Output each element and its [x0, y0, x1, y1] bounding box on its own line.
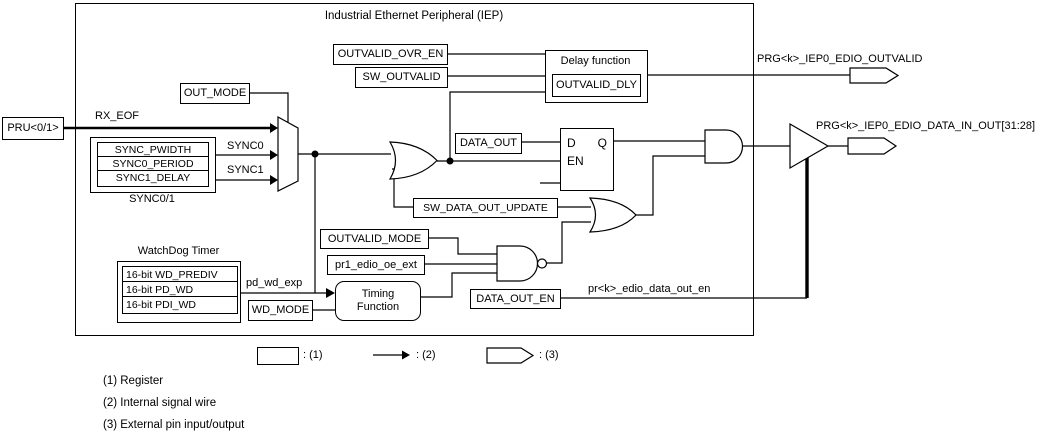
tristate-buffer — [789, 122, 830, 170]
wire-timing-nand — [420, 272, 497, 298]
sync-group-label: SYNC0/1 — [129, 193, 175, 205]
mux-shape — [277, 115, 299, 192]
wd-mode-register: WD_MODE — [248, 300, 313, 321]
timing-function-label: Timing Function — [356, 288, 400, 313]
junction-dot-en — [446, 157, 454, 165]
junction-dot-mux-out — [311, 150, 319, 158]
diagram-title: Industrial Ethernet Peripheral (IEP) — [324, 10, 504, 22]
wd-prediv-label: 16-bit WD_PREDIV — [126, 268, 218, 281]
pin-tag-outvalid — [849, 67, 900, 84]
outvalid-ovr-en-register: OUTVALID_OVR_EN — [333, 44, 448, 65]
wire-nand-or2 — [546, 221, 591, 264]
rx-eof-signal-label: RX_EOF — [95, 110, 140, 122]
outvalid-dly-label: OUTVALID_DLY — [556, 79, 637, 91]
legend-note-pin: (3) External pin input/output — [103, 419, 245, 431]
legend-register-key: : (1) — [303, 349, 323, 361]
nand-gate — [496, 245, 539, 282]
legend-arrowhead — [402, 350, 410, 360]
pin-data-in-out-label: PRG<k>_IEP0_EDIO_DATA_IN_OUT[31:28] — [816, 120, 1036, 132]
flipflop-q-label: Q — [597, 136, 607, 150]
nand-bubble — [536, 258, 548, 269]
sync1-delay-label: SYNC1_DELAY — [115, 172, 191, 185]
delay-function-label: Delay function — [560, 55, 631, 67]
outvalid-dly-register: OUTVALID_DLY — [552, 74, 641, 97]
flipflop-en-label: EN — [567, 154, 584, 168]
pdi-wd-label: 16-bit PDI_WD — [126, 298, 197, 311]
data-out-en-register: DATA_OUT_EN — [470, 289, 561, 309]
flipflop-d-label: D — [567, 136, 576, 150]
pd-wd-exp-signal-label: pd_wd_exp — [246, 277, 303, 289]
data-out-register: DATA_OUT — [455, 133, 522, 154]
watchdog-group-label: WatchDog Timer — [137, 245, 220, 257]
sync-pwidth-label: SYNC_PWIDTH — [114, 144, 192, 157]
outvalid-mode-label: OUTVALID_MODE — [327, 232, 422, 245]
legend-wire-key: : (2) — [416, 349, 436, 361]
or-gate-1 — [388, 141, 438, 180]
sw-outvalid-label: SW_OUTVALID — [362, 71, 441, 83]
flipflop-block: D Q EN — [560, 128, 614, 191]
wire-out-mode-select — [250, 92, 289, 122]
pru-input-box: PRU<0/1> — [2, 117, 64, 140]
pin-outvalid-label: PRG<k>_IEP0_EDIO_OUTVALID — [757, 53, 923, 65]
or-gate-2 — [588, 197, 637, 233]
and-gate — [704, 129, 744, 164]
pr1-edio-oe-ext-label: pr1_edio_oe_ext — [335, 258, 417, 271]
pdi-wd-register: 16-bit PDI_WD — [122, 296, 238, 314]
wire-junction-delay — [449, 91, 545, 161]
data-out-en-label: DATA_OUT_EN — [476, 292, 555, 305]
sw-data-out-update-register: SW_DATA_OUT_UPDATE — [413, 198, 558, 218]
pd-wd-label: 16-bit PD_WD — [126, 283, 194, 296]
wire-swupdate-or1 — [392, 168, 413, 208]
iep-boundary-box — [75, 3, 754, 336]
arrowhead-sync1 — [270, 175, 278, 185]
arrowhead-pd-wd-exp — [326, 288, 335, 298]
arrowhead-sync0 — [270, 150, 278, 160]
legend-note-wire: (2) Internal signal wire — [103, 397, 217, 409]
sync0-signal-label: SYNC0 — [227, 140, 264, 152]
arrowhead-rx-eof — [270, 123, 278, 133]
pru-input-label: PRU<0/1> — [7, 122, 59, 134]
sw-outvalid-register: SW_OUTVALID — [355, 67, 448, 88]
legend-note-register: (1) Register — [103, 375, 164, 387]
wire-or2-and — [636, 155, 705, 216]
legend-pin-key: : (3) — [539, 349, 559, 361]
legend-register-symbol — [257, 347, 299, 365]
sw-data-out-update-label: SW_DATA_OUT_UPDATE — [423, 201, 548, 214]
sync1-signal-label: SYNC1 — [227, 164, 264, 176]
sync0-period-label: SYNC0_PERIOD — [112, 158, 194, 171]
wd-mode-label: WD_MODE — [251, 304, 310, 316]
pr-edio-data-out-en-signal-label: pr<k>_edio_data_out_en — [588, 283, 711, 295]
pr1-edio-oe-ext-register: pr1_edio_oe_ext — [327, 255, 425, 275]
out-mode-register: OUT_MODE — [180, 83, 250, 104]
pin-tag-data-in-out — [847, 137, 898, 155]
data-out-label: DATA_OUT — [459, 137, 518, 149]
sync1-delay-register: SYNC1_DELAY — [97, 170, 209, 187]
outvalid-ovr-en-label: OUTVALID_OVR_EN — [337, 48, 444, 60]
outvalid-mode-register: OUTVALID_MODE — [320, 229, 429, 249]
timing-function-block: Timing Function — [335, 281, 421, 321]
legend-pin-tag — [486, 347, 535, 364]
out-mode-label: OUT_MODE — [183, 87, 247, 99]
wire-outvalid-mode — [428, 237, 497, 255]
